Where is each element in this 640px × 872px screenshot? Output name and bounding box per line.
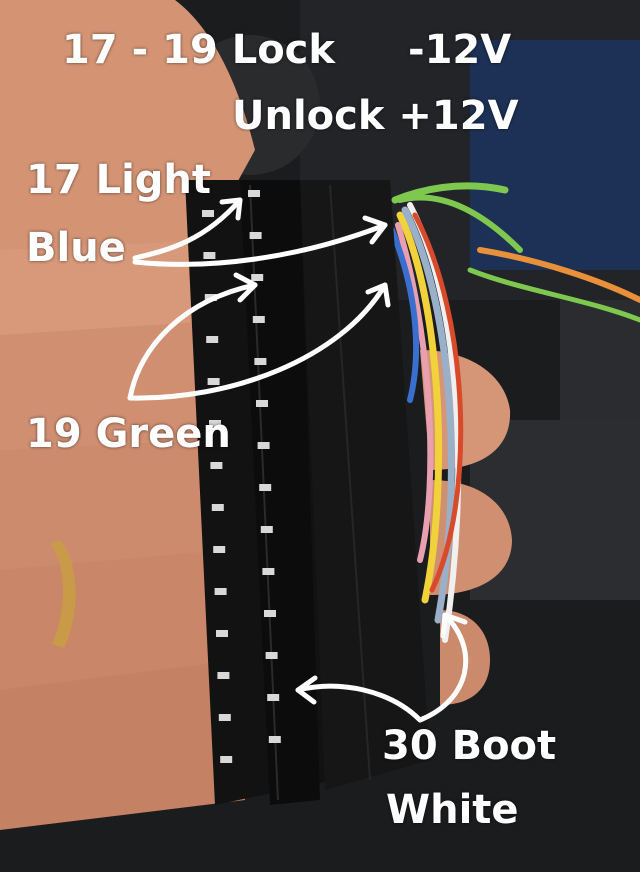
label-lock-pins: 17 - 19 Lock (62, 27, 335, 73)
pin-socket (256, 400, 268, 407)
pin-socket (249, 232, 262, 239)
pin-socket (216, 630, 228, 637)
arrow-17-wire (132, 222, 388, 267)
pin-socket (209, 420, 221, 427)
label-unlock: Unlock +12V (232, 93, 519, 139)
connector-block (185, 180, 430, 805)
connector-pins (202, 190, 281, 763)
arrow-30-wire (417, 612, 469, 723)
pin-socket (262, 568, 275, 575)
pin-socket (210, 462, 223, 469)
pin-socket (213, 546, 226, 553)
arrow-17-pin (132, 197, 243, 261)
pin-socket (218, 714, 231, 721)
pin-socket (254, 358, 267, 365)
wire-bundle (389, 182, 640, 643)
pin-socket (207, 378, 220, 385)
label-pin19: 19 Green (26, 411, 231, 457)
arrow-19-pin (127, 282, 258, 401)
pin-socket (248, 190, 260, 197)
pin-socket (264, 610, 276, 617)
pin-socket (268, 736, 281, 743)
arrow-30-pin (295, 683, 423, 723)
pin-socket (251, 274, 264, 281)
label-pin17-line1: 17 Light (26, 157, 212, 203)
pin-socket (252, 316, 265, 323)
pin-socket (211, 504, 224, 511)
pin-socket (220, 756, 233, 763)
pin-socket (259, 484, 272, 491)
pin-socket (260, 526, 273, 533)
pin-socket (265, 652, 278, 659)
pin-socket (257, 442, 270, 449)
label-pin30-line1: 30 Boot (382, 723, 557, 769)
label-pin17-line2: Blue (26, 225, 126, 271)
label-lock-voltage: -12V (408, 27, 512, 73)
pin-socket (217, 672, 230, 679)
pin-socket (206, 336, 219, 343)
arrow-19-wire (127, 282, 388, 401)
pin-socket (267, 694, 280, 701)
label-pin30-line2: White (386, 787, 519, 833)
pin-socket (203, 252, 216, 259)
pin-socket (214, 588, 227, 595)
pin-socket (202, 210, 214, 217)
